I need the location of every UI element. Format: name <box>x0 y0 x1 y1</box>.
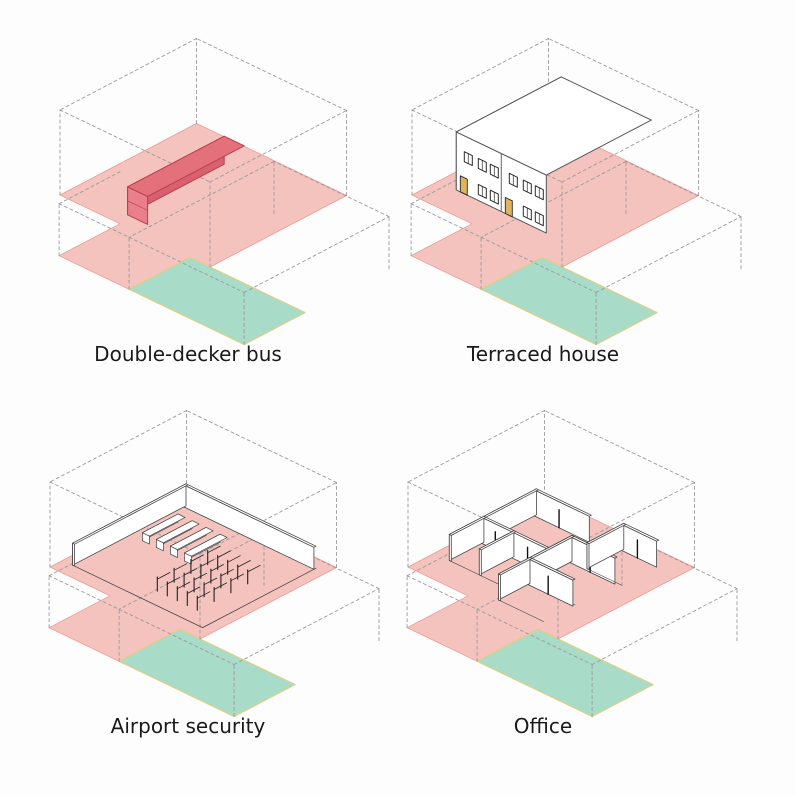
queue-belt <box>183 568 198 576</box>
ext-envelope-edge <box>58 171 121 205</box>
office-room-2-west-wall-top-face <box>478 530 517 551</box>
office-room-1-west-wall-top-face <box>448 515 487 536</box>
office-room-5-west-wall-south-face <box>498 573 501 602</box>
queue-belt <box>200 559 214 567</box>
annex-envelope-top-edge <box>480 160 627 238</box>
queue-belt <box>247 564 261 573</box>
envelope-top-edge <box>49 410 187 483</box>
house-volume-top-face <box>455 76 652 176</box>
envelope-top-edge <box>209 110 347 183</box>
front-door-0 <box>459 175 468 196</box>
queue-belt <box>203 577 218 586</box>
annex-slab <box>480 256 658 346</box>
queue-belt <box>196 591 211 599</box>
office-room-4-west-wall-top-face <box>586 522 627 545</box>
queue-belt <box>166 576 181 585</box>
envelope-top-edge <box>196 38 347 111</box>
bus-body-top-face <box>127 135 245 197</box>
envelope-top-edge <box>544 410 695 483</box>
queue-belt <box>220 568 234 577</box>
office-room-1-floor-edge <box>448 560 480 576</box>
bus-icon <box>127 135 245 225</box>
office-room-5-floor-edge <box>498 599 544 622</box>
envelope-top-edge <box>411 38 549 111</box>
front-door-1 <box>504 196 513 218</box>
envelope-top-edge <box>407 410 545 483</box>
envelope-top-edge <box>199 482 337 555</box>
envelope-top-edge <box>59 38 197 111</box>
office-room-4-west-wall-south-face <box>586 542 590 571</box>
ext-envelope-edge <box>48 575 120 610</box>
queue-belt <box>156 572 171 580</box>
annex-envelope-top-edge <box>128 236 245 293</box>
annex-slab <box>476 628 654 718</box>
queue-belt <box>176 581 191 590</box>
ext-envelope-edge <box>406 575 478 610</box>
annex-envelope-top-edge <box>263 532 380 590</box>
queue-belt <box>190 554 204 562</box>
annex-envelope-top-edge <box>118 532 265 610</box>
queue-belt <box>207 545 221 554</box>
airport-west-wall-top-face <box>72 483 189 545</box>
airport-east-edge <box>202 567 317 629</box>
queue-belt <box>186 586 201 594</box>
queue-belt <box>210 564 224 572</box>
ext-envelope-edge <box>58 203 130 238</box>
annex-envelope-top-edge <box>480 236 597 293</box>
envelope-top-edge <box>561 110 699 183</box>
queue-belt <box>237 560 251 568</box>
scanner-lane-3-top-face <box>184 533 228 557</box>
ext-envelope-edge <box>410 203 482 238</box>
annex-envelope-top-edge <box>273 160 390 218</box>
annex-envelope-top-edge <box>243 216 390 293</box>
caption-office: Office <box>513 714 573 738</box>
airport-south-edge <box>72 564 204 629</box>
bus-deck-line <box>127 200 148 211</box>
queue-belt <box>173 563 188 571</box>
annex-envelope-top-edge <box>118 608 235 665</box>
annex-slab <box>128 256 306 346</box>
queue-belt <box>227 555 241 563</box>
panel-double-decker-bus <box>58 38 390 346</box>
caption-double-decker-bus: Double-decker bus <box>94 342 282 366</box>
envelope-top-edge <box>548 38 699 111</box>
house-icon <box>455 76 652 234</box>
annex-slab <box>118 628 296 718</box>
office-room-1-west-wall-south-face <box>448 533 452 562</box>
office-rooms-icon <box>448 488 660 622</box>
office-room-5-west-wall-top-face <box>498 556 533 576</box>
scanner-lane-1-top-face <box>156 520 200 544</box>
security-lanes-icon <box>72 483 317 629</box>
queue-belt <box>193 572 208 581</box>
caption-airport-security: Airport security <box>110 714 266 738</box>
scanner-lane-0-top-face <box>142 513 186 537</box>
panel-terraced-house <box>410 38 742 346</box>
queue-belt <box>230 573 244 582</box>
scanner-lane-2-top-face <box>170 527 214 550</box>
panel-office <box>406 410 738 718</box>
airport-west-wall-south-face <box>72 542 75 567</box>
annex-envelope-top-edge <box>625 160 742 218</box>
queue-belt <box>217 550 231 558</box>
office-room-2-west-wall-south-face <box>478 548 482 577</box>
office-room-4-floor-edge <box>586 568 623 586</box>
queue-belt <box>213 582 228 590</box>
annex-envelope-top-edge <box>233 588 380 665</box>
annex-envelope-top-edge <box>595 216 742 293</box>
panel-airport-security <box>48 410 380 718</box>
envelope-top-edge <box>49 481 201 555</box>
envelope-top-edge <box>186 410 337 483</box>
annex-envelope-top-edge <box>621 532 738 590</box>
annex-envelope-top-edge <box>476 608 593 665</box>
annex-envelope-top-edge <box>128 160 275 238</box>
caption-terraced-house: Terraced house <box>466 342 620 366</box>
annex-envelope-top-edge <box>591 588 738 665</box>
